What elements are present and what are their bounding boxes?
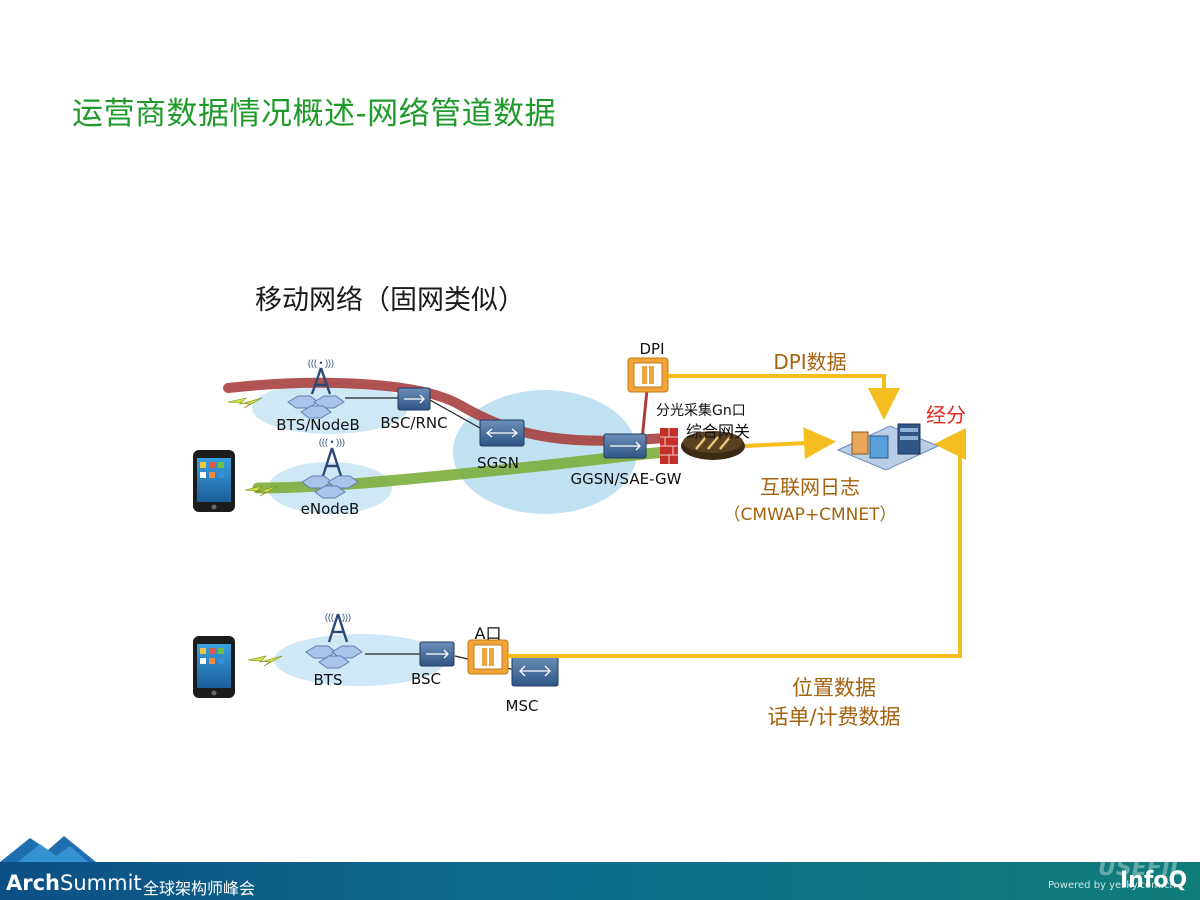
lightning-icon-3 xyxy=(247,655,283,667)
phone-icon-1 xyxy=(193,450,235,512)
infoq-logo: InfoQ xyxy=(1120,868,1188,893)
brand-logo: ArchSummit xyxy=(6,871,142,895)
brand-light: Summit xyxy=(60,871,142,895)
powered-by: Powered by yesky.com.cn xyxy=(1048,880,1176,891)
firewall-icon xyxy=(660,428,678,464)
phone-icon-2 xyxy=(193,636,235,698)
footer-tagline: 全球架构师峰会 xyxy=(143,879,256,898)
arrow-aport-to-jingfen xyxy=(508,428,966,658)
arrow-dpi-to-jingfen xyxy=(668,374,900,420)
label-jingfen: 经分 xyxy=(926,403,966,427)
lightning-icon-1 xyxy=(227,397,263,409)
svg-text:((( • ))): ((( • ))) xyxy=(325,612,351,622)
label-enodeb: eNodeB xyxy=(301,500,360,518)
label-split: 分光采集Gn口 xyxy=(656,402,746,419)
gateway-icon xyxy=(681,431,745,460)
flow-label-dpi-data: DPI数据 xyxy=(773,350,846,374)
mountain-logo-icon xyxy=(0,836,96,862)
page-title: 运营商数据情况概述-网络管道数据 xyxy=(72,96,557,132)
tower-icon-bts-nodeb: ((( • ))) xyxy=(287,358,345,419)
label-msc: MSC xyxy=(506,697,539,715)
label-ggsn: GGSN/SAE-GW xyxy=(571,470,682,488)
dpi-probe-icon xyxy=(627,357,669,393)
dpi-split-line xyxy=(640,389,649,441)
arrow-gateway-to-jingfen xyxy=(744,427,836,460)
link-bsc-sgsn xyxy=(429,399,481,429)
label-bsc-rnc: BSC/RNC xyxy=(380,414,447,432)
flow-label-internet-log: 互联网日志 xyxy=(760,475,860,499)
red-pipe xyxy=(223,377,670,446)
tower-icon-enodeb: ((( • ))) xyxy=(301,437,359,499)
device-icon-bsc xyxy=(419,641,455,667)
flow-label-location-data: 位置数据 xyxy=(792,676,876,700)
brand-bold: Arch xyxy=(6,871,61,895)
svg-text:((( • ))): ((( • ))) xyxy=(319,437,345,447)
lightning-icon-2 xyxy=(244,485,279,497)
diagram-subtitle: 移动网络（固网类似） xyxy=(255,285,525,316)
watermark: USEFIL xyxy=(1098,856,1184,881)
label-gateway: 综合网关 xyxy=(686,422,750,441)
label-bts-nodeb: BTS/NodeB xyxy=(276,416,359,434)
flow-label-internet-log-sub: （CMWAP+CMNET） xyxy=(724,505,897,525)
footer-bar xyxy=(0,862,1200,900)
label-bsc: BSC xyxy=(411,670,441,688)
device-icon-sgsn xyxy=(479,419,525,447)
tower-icon-bts: ((( • ))) xyxy=(305,612,363,669)
server-icon-jingfen xyxy=(836,423,940,471)
flow-label-billing-data: 话单/计费数据 xyxy=(767,705,900,729)
device-icon-ggsn xyxy=(603,433,647,459)
label-sgsn: SGSN xyxy=(477,454,519,472)
device-icon-msc xyxy=(511,655,559,687)
a-port-probe-icon xyxy=(467,639,509,675)
label-bts: BTS xyxy=(314,671,343,689)
label-a-port: A口 xyxy=(475,624,502,643)
svg-text:((( • ))): ((( • ))) xyxy=(308,358,334,368)
device-icon-bsc-rnc xyxy=(397,387,431,411)
label-dpi: DPI xyxy=(639,340,664,358)
